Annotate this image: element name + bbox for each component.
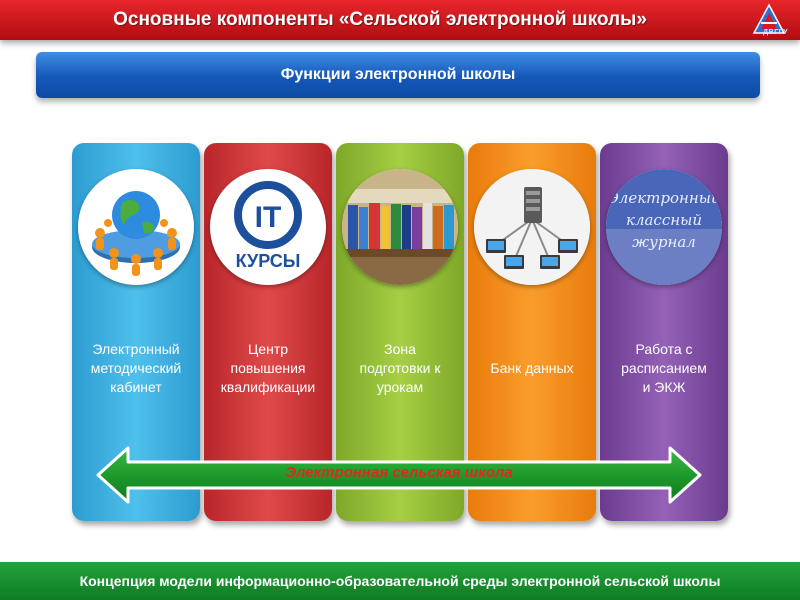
card-lesson-preparation: Зона подготовки к урокам bbox=[336, 143, 464, 521]
svg-text:Электронный: Электронный bbox=[607, 189, 720, 207]
card-label: Банк данных bbox=[490, 360, 574, 376]
card-label: Зона подготовки к урокам bbox=[359, 341, 441, 395]
header-bar: Основные компоненты «Сельской электронно… bbox=[0, 0, 800, 40]
card-label: Электронный методический кабинет bbox=[90, 341, 182, 395]
bookshelf-icon bbox=[342, 169, 458, 285]
card-image-circle: IT КУРСЫ bbox=[210, 169, 326, 285]
card-image-circle bbox=[78, 169, 194, 285]
network-globe-icon bbox=[92, 191, 180, 276]
e-journal-icon: Электронный классный журнал bbox=[606, 169, 722, 285]
university-logo-icon bbox=[752, 3, 786, 34]
subtitle-bar: Функции электронной школы bbox=[36, 52, 760, 98]
card-image-circle bbox=[474, 169, 590, 285]
card-label: Центр повышения квалификации bbox=[220, 341, 316, 395]
footer-text: Концепция модели информационно-образоват… bbox=[79, 573, 721, 589]
svg-text:журнал: журнал bbox=[632, 233, 696, 251]
logo-text: ДВГГУ bbox=[763, 29, 788, 36]
card-label: Работа с расписанием и ЭКЖ bbox=[621, 341, 707, 395]
card-image-circle bbox=[342, 169, 458, 285]
double-arrow-icon bbox=[96, 446, 702, 504]
svg-text:КУРСЫ: КУРСЫ bbox=[236, 251, 301, 271]
svg-text:IT: IT bbox=[255, 201, 282, 234]
section-title: Функции электронной школы bbox=[280, 66, 516, 83]
card-methodical-cabinet: Электронный методический кабинет bbox=[72, 143, 200, 521]
svg-text:классный: классный bbox=[626, 211, 702, 229]
card-image-circle: Электронный классный журнал bbox=[606, 169, 722, 285]
server-network-icon bbox=[474, 169, 590, 285]
page-title: Основные компоненты «Сельской электронно… bbox=[113, 9, 647, 30]
footer-bar: Концепция модели информационно-образоват… bbox=[0, 562, 800, 600]
it-courses-icon: IT КУРСЫ bbox=[234, 181, 302, 271]
card-schedule-journal: Электронный классный журнал Работа с рас… bbox=[600, 143, 728, 521]
arrow-label: Электронная сельская школа bbox=[285, 464, 513, 481]
card-data-bank: Банк данных bbox=[468, 143, 596, 521]
card-qualification-center: IT КУРСЫ Центр повышения квалификации bbox=[204, 143, 332, 521]
